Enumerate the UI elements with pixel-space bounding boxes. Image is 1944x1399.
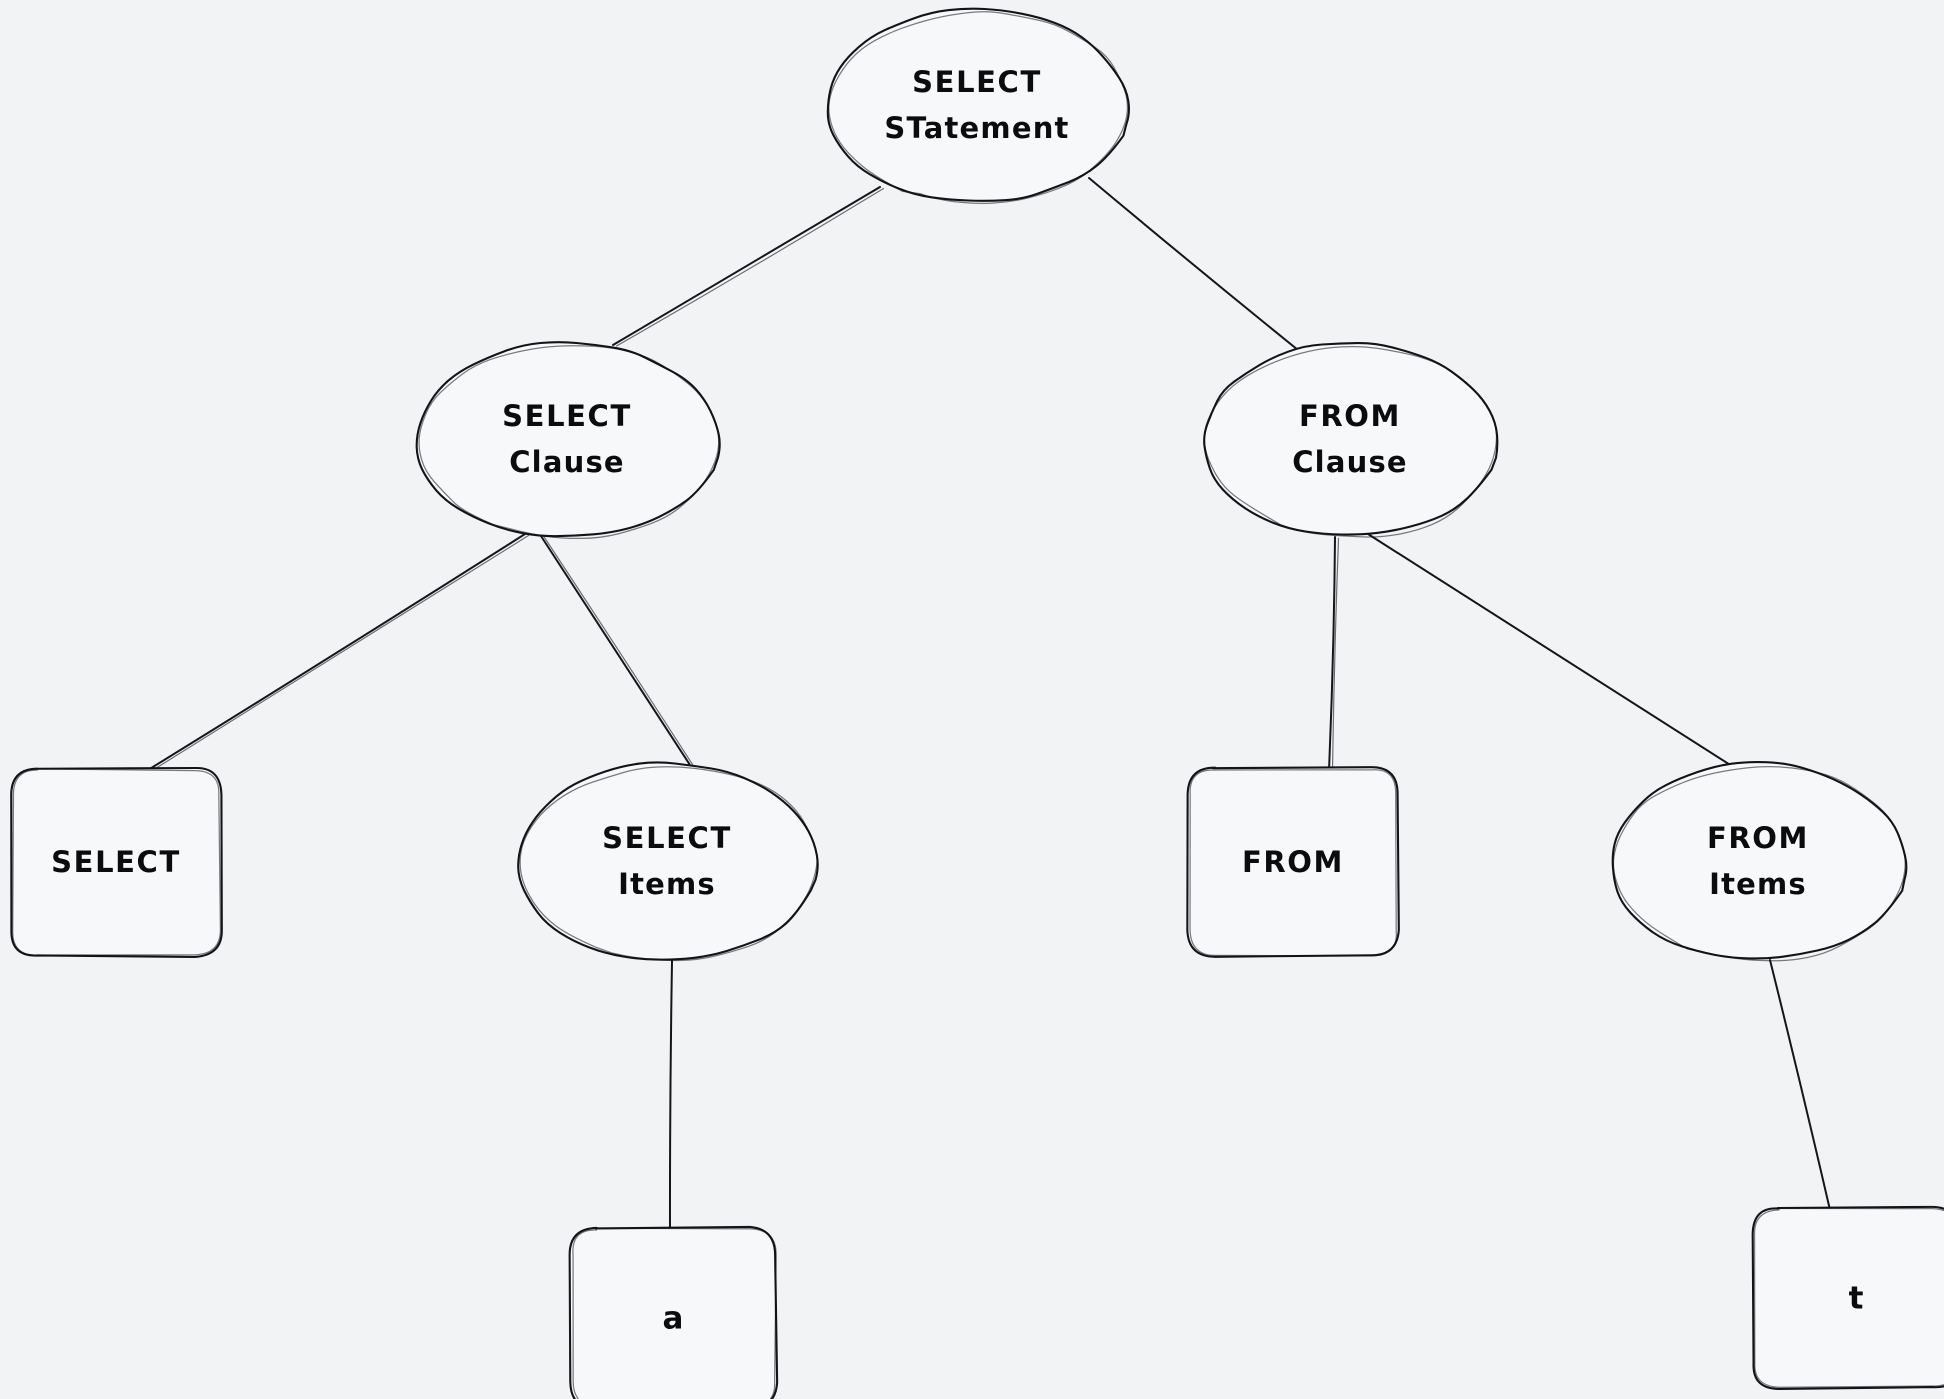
node-shape-ellipse-sketch [828, 11, 1129, 204]
node-label-line1: SELECT [502, 399, 632, 433]
node-leaf-a[interactable]: a [568, 1225, 779, 1399]
node-label-line1: SELECT [602, 821, 732, 855]
node-shape-ellipse [415, 341, 721, 538]
node-select-terminal[interactable]: SELECT [10, 766, 223, 958]
node-select-items[interactable]: SELECT Items [517, 761, 819, 962]
node-shape-rect-sketch [1753, 1207, 1944, 1388]
node-label-line2: STatement [884, 111, 1069, 145]
node-shape-ellipse [1611, 760, 1908, 960]
nodes-layer: SELECTSTatementSELECTClauseFROMClauseSEL… [10, 7, 1944, 1399]
node-shape-ellipse-sketch [1203, 345, 1498, 538]
node-shape-ellipse [517, 761, 819, 961]
node-shape-ellipse-sketch [519, 766, 818, 962]
node-label-line1: SELECT [51, 845, 181, 879]
edge-selectitems-a [668, 960, 673, 1231]
edge-selectclause-selectterm [147, 533, 530, 772]
node-label-line1: FROM [1299, 399, 1401, 433]
node-leaf-t[interactable]: t [1751, 1205, 1944, 1390]
edges-layer [147, 177, 1831, 1231]
node-label-line2: Clause [509, 445, 625, 479]
node-shape-rect [568, 1225, 779, 1399]
node-label-line2: Clause [1292, 445, 1408, 479]
edge-fromclause-fromterm [1328, 536, 1340, 772]
node-shape-rect [10, 766, 223, 958]
edge-fromclause-fromitems [1367, 533, 1736, 769]
edge-fromitems-t [1769, 959, 1831, 1211]
node-shape-rect-sketch [572, 1227, 777, 1399]
node-shape-ellipse-sketch [418, 345, 720, 540]
edge-stmt-fromclause [1088, 177, 1299, 351]
node-select-clause[interactable]: SELECT Clause [415, 341, 721, 540]
node-shape-ellipse [826, 7, 1130, 202]
node-shape-rect-sketch [1189, 769, 1397, 957]
node-label-line2: Items [1709, 867, 1807, 901]
edge-stmt-selectclause [612, 186, 885, 347]
node-label-line1: FROM [1242, 845, 1344, 879]
node-from-clause[interactable]: FROM Clause [1203, 342, 1499, 538]
node-from-items[interactable]: FROM Items [1611, 760, 1908, 962]
node-select-statement[interactable]: SELECT STatement [826, 7, 1130, 204]
edge-selectclause-selectitems [538, 532, 695, 767]
node-label-line2: Items [618, 867, 716, 901]
node-from-terminal[interactable]: FROM [1186, 766, 1400, 958]
node-label-line1: FROM [1707, 821, 1809, 855]
node-shape-rect-sketch [12, 768, 222, 956]
node-label-line1: a [663, 1301, 684, 1337]
node-shape-rect [1751, 1205, 1944, 1390]
node-label-line1: t [1849, 1281, 1864, 1317]
node-shape-ellipse-sketch [1612, 766, 1906, 962]
node-label-line1: SELECT [912, 65, 1042, 99]
